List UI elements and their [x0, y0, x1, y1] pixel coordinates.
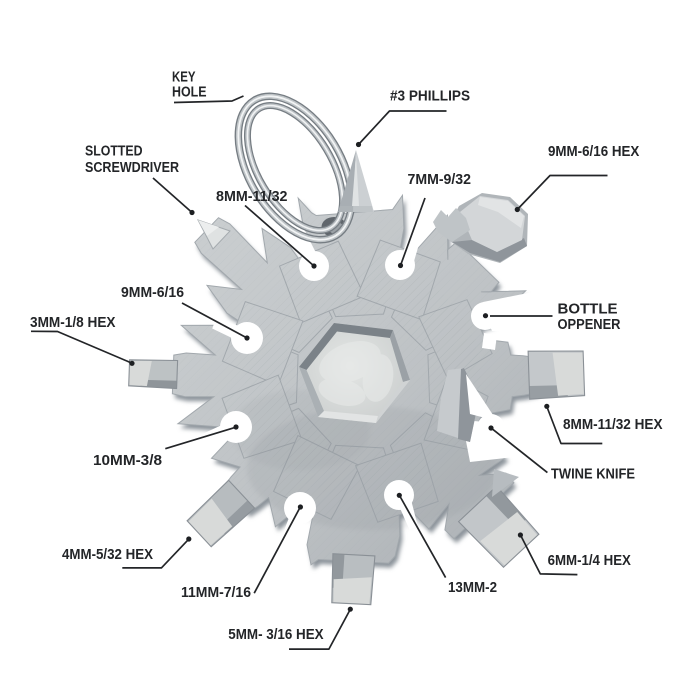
- svg-text:7MM-9/32: 7MM-9/32: [408, 171, 472, 188]
- svg-text:9MM-6/16: 9MM-6/16: [121, 284, 184, 301]
- svg-text:SLOTTED: SLOTTED: [85, 143, 143, 160]
- svg-text:9MM-6/16 HEX: 9MM-6/16 HEX: [548, 143, 639, 160]
- svg-text:SCREWDRIVER: SCREWDRIVER: [85, 159, 179, 176]
- svg-text:10MM-3/8: 10MM-3/8: [93, 452, 162, 469]
- svg-text:6MM-1/4 HEX: 6MM-1/4 HEX: [548, 552, 631, 569]
- svg-text:5MM- 3/16 HEX: 5MM- 3/16 HEX: [228, 626, 323, 643]
- svg-text:OPPENER: OPPENER: [558, 316, 621, 333]
- svg-text:TWINE KNIFE: TWINE KNIFE: [551, 466, 635, 483]
- svg-text:3MM-1/8 HEX: 3MM-1/8 HEX: [30, 314, 116, 331]
- svg-text:BOTTLE: BOTTLE: [558, 301, 618, 318]
- svg-text:#3 PHILLIPS: #3 PHILLIPS: [390, 88, 470, 105]
- svg-text:4MM-5/32 HEX: 4MM-5/32 HEX: [62, 546, 153, 563]
- svg-text:8MM-11/32 HEX: 8MM-11/32 HEX: [563, 416, 663, 433]
- svg-text:11MM-7/16: 11MM-7/16: [181, 584, 251, 601]
- svg-text:13MM-2: 13MM-2: [448, 579, 497, 596]
- svg-text:KEY: KEY: [172, 69, 196, 86]
- svg-text:8MM-11/32: 8MM-11/32: [216, 188, 288, 205]
- svg-text:HOLE: HOLE: [172, 84, 207, 101]
